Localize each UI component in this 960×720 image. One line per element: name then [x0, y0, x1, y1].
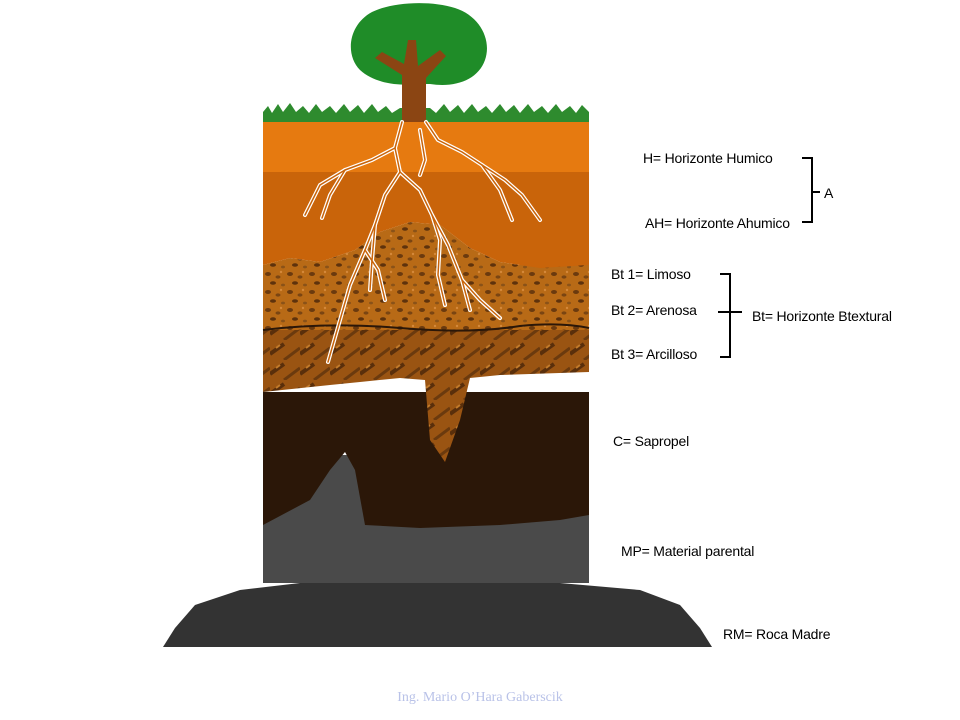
label-humic-horizon: H= Horizonte Humico — [643, 150, 773, 166]
sapropel-layer — [263, 392, 589, 528]
author-credit: Ing. Mario O’Hara Gaberscik — [397, 690, 563, 705]
label-parent-material: MP= Material parental — [621, 543, 755, 559]
bedrock-mound — [163, 583, 712, 647]
label-bt2: Bt 2= Arenosa — [611, 302, 697, 318]
tree-trunk — [375, 40, 446, 122]
bt-upper-wave — [263, 222, 589, 275]
label-bt3: Bt 3= Arcilloso — [611, 346, 698, 362]
label-bedrock: RM= Roca Madre — [723, 626, 831, 642]
ahumic-layer — [263, 172, 589, 268]
bt-boundary-line — [262, 323, 590, 332]
bt3-layer — [263, 330, 589, 462]
label-bt1: Bt 1= Limoso — [611, 266, 691, 282]
bt1-layer — [263, 265, 589, 330]
label-ahumic-horizon: AH= Horizonte Ahumico — [645, 215, 790, 231]
bracket-bt — [718, 273, 742, 358]
root-system — [303, 120, 542, 364]
tree-canopy — [350, 3, 487, 85]
label-a-group: A — [824, 185, 834, 201]
humic-layer — [263, 122, 589, 172]
label-bt-group: Bt= Horizonte Btextural — [752, 308, 892, 324]
bracket-a — [802, 157, 820, 223]
label-sapropel: C= Sapropel — [613, 433, 690, 449]
